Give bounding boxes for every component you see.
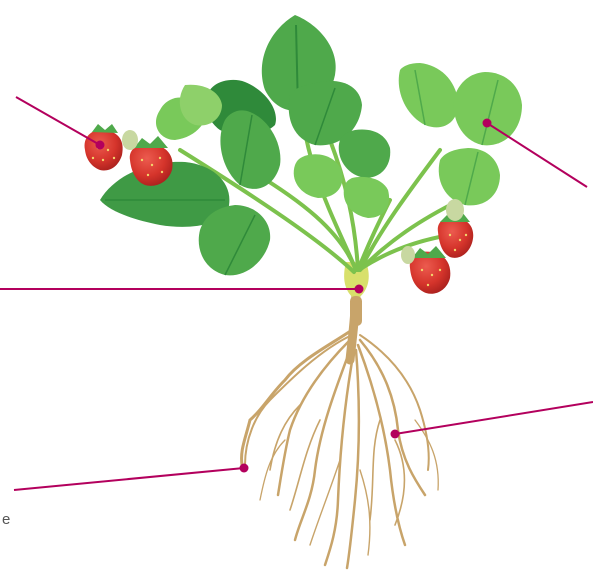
- leaf-lower-left: [199, 205, 270, 275]
- leaf-left-light: [156, 85, 222, 140]
- root-right-callout: [391, 402, 593, 439]
- root-left-callout: [14, 464, 249, 491]
- cropped-label-fragment: e: [2, 512, 10, 527]
- strawberry-right-2: [410, 246, 451, 294]
- crown-callout: [0, 285, 364, 294]
- leaf-right-lower: [439, 148, 500, 205]
- root-system: [242, 292, 439, 568]
- strawberry-unripe-left: [122, 130, 138, 150]
